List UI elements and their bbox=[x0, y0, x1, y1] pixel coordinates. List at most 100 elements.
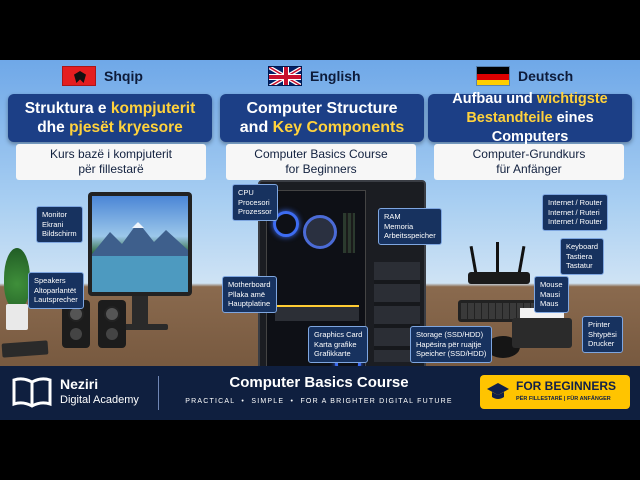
brand-subtitle: Digital Academy bbox=[60, 394, 139, 406]
title-german: Aufbau und wichtigste Bestandteile eines… bbox=[428, 90, 632, 145]
footer-bar: Neziri Digital Academy Computer Basics C… bbox=[0, 366, 640, 420]
title-text: eines Computers bbox=[491, 109, 594, 145]
callout-label: Mouse bbox=[540, 280, 563, 289]
callout-label: Internet / Router bbox=[548, 198, 603, 207]
graduation-cap-icon bbox=[486, 381, 510, 403]
badge-main-text: FOR BEGINNERS bbox=[516, 379, 617, 393]
plant-decoration bbox=[0, 248, 34, 336]
ram-sticks bbox=[343, 213, 355, 253]
uk-flag-icon bbox=[268, 66, 302, 86]
title-highlight: pjesët kryesore bbox=[69, 119, 183, 136]
germany-flag-icon bbox=[476, 66, 510, 86]
albania-flag-icon bbox=[62, 66, 96, 86]
callout-label: Printer bbox=[588, 320, 611, 329]
notebook-decoration bbox=[1, 340, 49, 358]
callout-label: Motherboard bbox=[228, 280, 271, 289]
cpu-cooler bbox=[303, 215, 337, 249]
callout-label: Bildschirm bbox=[42, 229, 77, 238]
lang-header-albanian: Shqip bbox=[62, 66, 143, 86]
graphics-card bbox=[275, 305, 359, 321]
subtitle-text: für Anfänger bbox=[496, 162, 562, 176]
speaker-right bbox=[98, 300, 126, 348]
callout-label: Karta grafike bbox=[314, 339, 357, 349]
course-title: Computer Basics Course bbox=[229, 374, 409, 391]
subtitle-text: Computer-Grundkurs bbox=[472, 147, 586, 161]
callout-label: Prozessor bbox=[238, 207, 272, 216]
callout-label: Shtypësi bbox=[588, 329, 617, 339]
callout-label: Altoparlantët bbox=[34, 285, 77, 295]
callout-label: Pllaka amë bbox=[228, 289, 266, 299]
callout-label: Monitor bbox=[42, 210, 68, 219]
subtitle-text: for Beginners bbox=[285, 162, 357, 176]
footer-divider bbox=[158, 376, 159, 410]
callout-label: Graphics Card bbox=[314, 330, 363, 339]
callout-label: Keyboard bbox=[566, 242, 599, 251]
title-highlight: kompjuterit bbox=[110, 100, 196, 117]
subtitle-english: Computer Basics Course for Beginners bbox=[226, 144, 416, 180]
title-text: Struktura e bbox=[24, 100, 111, 117]
subtitle-german: Computer-Grundkurs für Anfänger bbox=[434, 144, 624, 180]
subtitle-text: Computer Basics Course bbox=[254, 147, 388, 161]
callout-label: Maus bbox=[540, 299, 559, 308]
book-icon bbox=[12, 376, 52, 408]
callout-label: Memoria bbox=[384, 221, 414, 231]
thumbnail: Shqip English Deutsch Struktura bbox=[0, 60, 640, 420]
callout-label: Hapësira për ruajtje bbox=[416, 339, 482, 349]
title-albanian: Struktura e kompjuterit dhe pjesët kryes… bbox=[8, 94, 212, 142]
case-fan bbox=[273, 211, 299, 237]
title-text: Computer Structure bbox=[246, 100, 398, 117]
lang-name: English bbox=[310, 68, 361, 84]
lang-name: Shqip bbox=[104, 68, 143, 84]
callout-label: Tastatur bbox=[566, 261, 593, 270]
callout-label: Drucker bbox=[588, 339, 615, 348]
title-text: Aufbau und bbox=[452, 90, 537, 107]
callout-label: Internet / Router bbox=[548, 217, 603, 226]
callout-label: Procesori bbox=[238, 197, 270, 207]
callout-label: Speakers bbox=[34, 276, 66, 285]
callout-label: Speicher (SSD/HDD) bbox=[416, 349, 487, 358]
subtitle-text: Kurs bazë i kompjuterit bbox=[49, 147, 173, 161]
title-english: Computer Structure and Key Components bbox=[220, 94, 424, 142]
callout-label: Ekrani bbox=[42, 219, 64, 229]
callout-label: RAM bbox=[384, 212, 401, 221]
brand-name: Neziri bbox=[60, 376, 99, 392]
beginners-badge: FOR BEGINNERS PËR FILLESTARË | FÜR ANFÄN… bbox=[480, 375, 630, 409]
callout-label: Internet / Ruteri bbox=[548, 207, 600, 217]
router bbox=[468, 242, 530, 286]
title-text: dhe bbox=[37, 119, 70, 136]
title-text: and bbox=[239, 119, 273, 136]
badge-sub-text: PËR FILLESTARË | FÜR ANFÄNGER bbox=[516, 396, 611, 402]
callout-label: Hauptplatine bbox=[228, 299, 271, 308]
monitor-screen bbox=[88, 192, 192, 296]
lang-name: Deutsch bbox=[518, 68, 574, 84]
callout-label: CPU bbox=[238, 188, 254, 197]
callout-label: Tastiera bbox=[566, 251, 593, 261]
title-highlight: Bestandteile bbox=[466, 109, 553, 126]
subtitle-text: për fillestarë bbox=[78, 162, 144, 176]
title-highlight: Key Components bbox=[272, 119, 405, 136]
subtitle-albanian: Kurs bazë i kompjuterit për fillestarë bbox=[16, 144, 206, 180]
monitor bbox=[88, 192, 192, 352]
callout-label: Arbeitsspeicher bbox=[384, 231, 436, 240]
mouse bbox=[486, 336, 520, 358]
printer bbox=[512, 308, 572, 352]
lang-header-german: Deutsch bbox=[476, 66, 573, 86]
callout-label: Lautsprecher bbox=[34, 295, 78, 304]
lang-header-english: English bbox=[268, 66, 361, 86]
callout-label: Mausi bbox=[540, 289, 561, 299]
callout-label: Storage (SSD/HDD) bbox=[416, 330, 484, 339]
callout-label: Grafikkarte bbox=[314, 349, 351, 358]
course-tagline: PRACTICAL • SIMPLE • FOR A BRIGHTER DIGI… bbox=[185, 398, 453, 405]
title-highlight: wichtigste bbox=[536, 90, 608, 107]
